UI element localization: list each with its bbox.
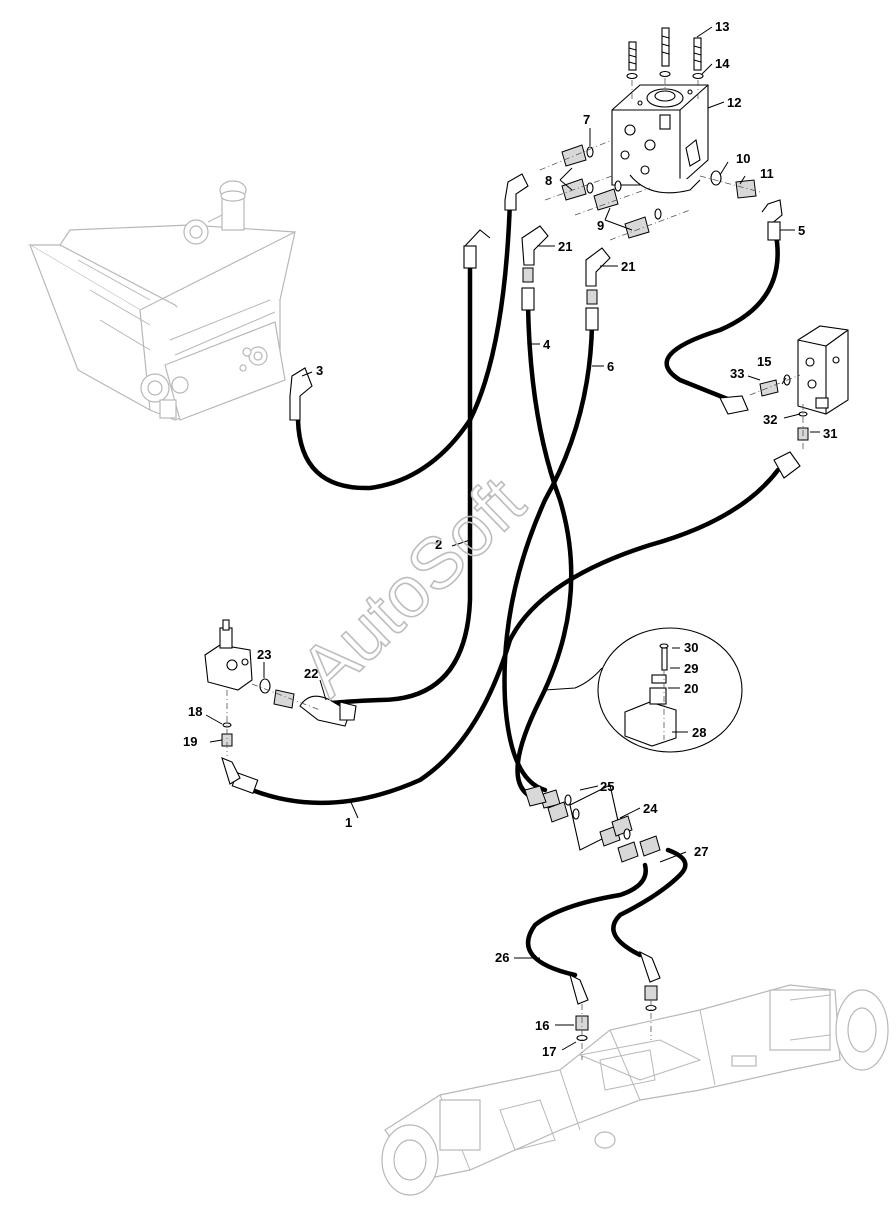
callout-12: 12 <box>727 95 741 110</box>
callout-14: 14 <box>715 56 730 71</box>
callout-21a: 21 <box>558 239 572 254</box>
callout-4: 4 <box>543 337 551 352</box>
callout-25: 25 <box>600 779 614 794</box>
bulkhead-connectors <box>524 784 661 863</box>
callout-10: 10 <box>736 151 750 166</box>
detail-bubble <box>544 627 743 753</box>
port-fittings <box>539 139 691 241</box>
callout-2: 2 <box>435 537 442 552</box>
callout-5: 5 <box>798 223 805 238</box>
bolts <box>626 27 704 100</box>
callout-9: 9 <box>597 218 604 233</box>
callout-16: 16 <box>535 1018 549 1033</box>
callout-20: 20 <box>684 681 698 696</box>
callout-6: 6 <box>607 359 614 374</box>
callout-17: 17 <box>542 1044 556 1059</box>
pressure-valve <box>204 619 321 756</box>
callout-23: 23 <box>257 647 271 662</box>
callout-24: 24 <box>643 801 658 816</box>
callout-26: 26 <box>495 950 509 965</box>
callout-28: 28 <box>692 725 706 740</box>
callout-30: 30 <box>684 640 698 655</box>
callout-8: 8 <box>545 173 552 188</box>
callout-27: 27 <box>694 844 708 859</box>
callout-13: 13 <box>715 19 729 34</box>
hydraulic-tank <box>27 180 296 421</box>
axle-fittings <box>569 950 661 1060</box>
callout-leaders <box>205 26 820 1051</box>
elbow-fittings <box>521 225 611 287</box>
callout-18: 18 <box>188 704 202 719</box>
callout-21b: 21 <box>621 259 635 274</box>
callout-22: 22 <box>304 666 318 681</box>
priority-valve <box>749 325 849 450</box>
callout-15: 15 <box>757 354 771 369</box>
callout-1: 1 <box>345 815 352 830</box>
callout-33: 33 <box>730 366 744 381</box>
front-axle <box>381 984 889 1196</box>
steering-unit <box>611 84 709 194</box>
hoses <box>249 197 781 978</box>
callout-3: 3 <box>316 363 323 378</box>
watermark: AutoSoft <box>285 461 541 712</box>
callout-29: 29 <box>684 661 698 676</box>
callout-31: 31 <box>823 426 837 441</box>
callout-19: 19 <box>183 734 197 749</box>
callout-11: 11 <box>760 166 774 181</box>
fitting-10-11 <box>699 170 761 199</box>
watermark-text: AutoSoft <box>286 462 540 711</box>
callout-32: 32 <box>763 412 777 427</box>
hose-ends <box>221 173 801 795</box>
callout-7: 7 <box>583 112 590 127</box>
callout-labels: 13 14 12 7 8 9 10 11 5 21 21 3 4 6 2 23 … <box>183 19 837 1059</box>
